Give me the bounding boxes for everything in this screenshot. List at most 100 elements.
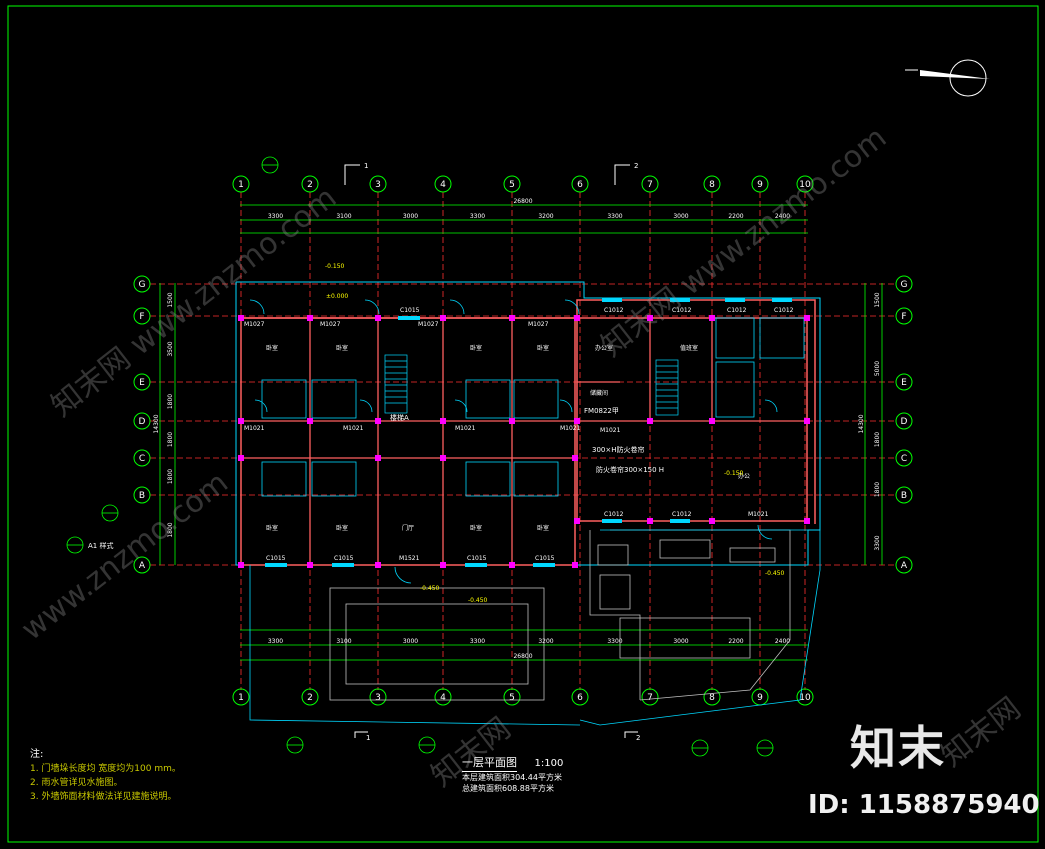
column — [307, 562, 313, 568]
column — [440, 418, 446, 424]
column — [647, 315, 653, 321]
axis-label: 1 — [238, 180, 244, 190]
axis-label: D — [901, 417, 908, 427]
column — [440, 562, 446, 568]
axis-bubble: 8 — [703, 175, 721, 193]
axis-label: 6 — [577, 693, 583, 703]
axis-bubble: 2 — [301, 175, 319, 193]
axis-label: B — [139, 491, 145, 501]
column — [375, 418, 381, 424]
north-arrow-icon — [905, 59, 990, 97]
axis-bubble: 4 — [434, 688, 452, 706]
room-label: 办公 — [738, 472, 750, 480]
door-code-label: M1521 — [399, 555, 420, 562]
drawing-frame — [7, 5, 1039, 843]
axis-bubble: 3 — [369, 175, 387, 193]
note-item: 2. 雨水管详见水施图。 — [30, 778, 123, 788]
axis-bubble: C — [133, 449, 151, 467]
axis-bubble: D — [133, 412, 151, 430]
column — [238, 455, 244, 461]
door-swings — [249, 299, 778, 584]
column — [440, 315, 446, 321]
axis-label: 3 — [375, 180, 381, 190]
axis-label: A — [139, 561, 146, 571]
door-code-label: M1027 — [418, 321, 439, 328]
brand-id: ID: 1158875940 — [808, 790, 1040, 820]
column — [574, 418, 580, 424]
dimension-label: 1800 — [874, 432, 881, 447]
axis-label: D — [139, 417, 146, 427]
room-label: 卧室 — [537, 524, 549, 532]
section-mark-label: 2 — [636, 734, 640, 742]
door-code-label: M1021 — [748, 511, 769, 518]
area-line: 本层建筑面积304.44平方米 — [462, 773, 562, 782]
room-label: 卧室 — [470, 344, 482, 352]
column — [804, 518, 810, 524]
room-label: 办公室 — [595, 344, 613, 352]
column — [709, 315, 715, 321]
dimension-label: 3300 — [470, 638, 485, 645]
axis-label: A — [901, 561, 908, 571]
dimension-label: 1800 — [167, 469, 174, 484]
level-label: -0.450 — [420, 585, 440, 592]
dimension-label: 5000 — [874, 361, 881, 376]
window-code-label: C1012 — [604, 307, 624, 314]
axis-label: 7 — [647, 693, 653, 703]
column — [572, 562, 578, 568]
column — [509, 418, 515, 424]
axis-bubble: E — [133, 373, 151, 391]
window-code-label: C1015 — [334, 555, 354, 562]
column — [572, 455, 578, 461]
axis-bubble: 5 — [503, 688, 521, 706]
stair-icon — [384, 354, 679, 416]
axis-label: 8 — [709, 180, 715, 190]
room-label: 储藏间 — [590, 389, 608, 397]
dimension-label: 3100 — [336, 638, 351, 645]
level-label: -0.150 — [325, 263, 345, 270]
door-code-label: M1027 — [320, 321, 341, 328]
room-label: 卧室 — [336, 524, 348, 532]
column — [647, 518, 653, 524]
room-label: 卧室 — [336, 344, 348, 352]
door-code-label: M1021 — [560, 425, 581, 432]
column — [307, 418, 313, 424]
dimension-label: 3200 — [538, 213, 553, 220]
dimension-label: 2200 — [728, 213, 743, 220]
drawing-title-block: 一层平面图 1:100 本层建筑面积304.44平方米 总建筑面积608.88平… — [462, 754, 563, 794]
axis-label: E — [901, 378, 907, 388]
door-code-label: M1027 — [528, 321, 549, 328]
dimension-label: 1800 — [167, 522, 174, 537]
axis-bubble: E — [895, 373, 913, 391]
column — [440, 455, 446, 461]
dimension-label: 3200 — [538, 638, 553, 645]
room-label: 卧室 — [266, 344, 278, 352]
axis-label: F — [901, 312, 906, 322]
axis-label: G — [901, 280, 908, 290]
dimension-label: 3000 — [673, 638, 688, 645]
axis-bubble: 7 — [641, 175, 659, 193]
column — [804, 315, 810, 321]
column — [375, 455, 381, 461]
axis-bubble: 9 — [751, 688, 769, 706]
door-code-label: M1021 — [600, 427, 621, 434]
annotation-label: FM0822甲 — [584, 407, 619, 415]
window-code-label: C1015 — [400, 307, 420, 314]
section-mark-label: 1 — [364, 162, 368, 170]
door-code-label: M1021 — [244, 425, 265, 432]
dimension-label: 26800 — [513, 653, 532, 660]
dimension-label: 3100 — [336, 213, 351, 220]
axis-bubble: B — [895, 486, 913, 504]
dimension-label: 3000 — [673, 213, 688, 220]
axis-bubble: 4 — [434, 175, 452, 193]
section-mark-label: 2 — [634, 162, 638, 170]
axis-bubble: F — [895, 307, 913, 325]
dimension-label: 3300 — [268, 213, 283, 220]
room-label: 值班室 — [680, 344, 698, 352]
note-item: 1. 门墙垛长度均 宽度均为100 mm。 — [30, 764, 181, 774]
dimension-label: 1800 — [167, 432, 174, 447]
column — [375, 562, 381, 568]
axis-label: 8 — [709, 693, 715, 703]
detail-reference-icon — [66, 156, 774, 757]
